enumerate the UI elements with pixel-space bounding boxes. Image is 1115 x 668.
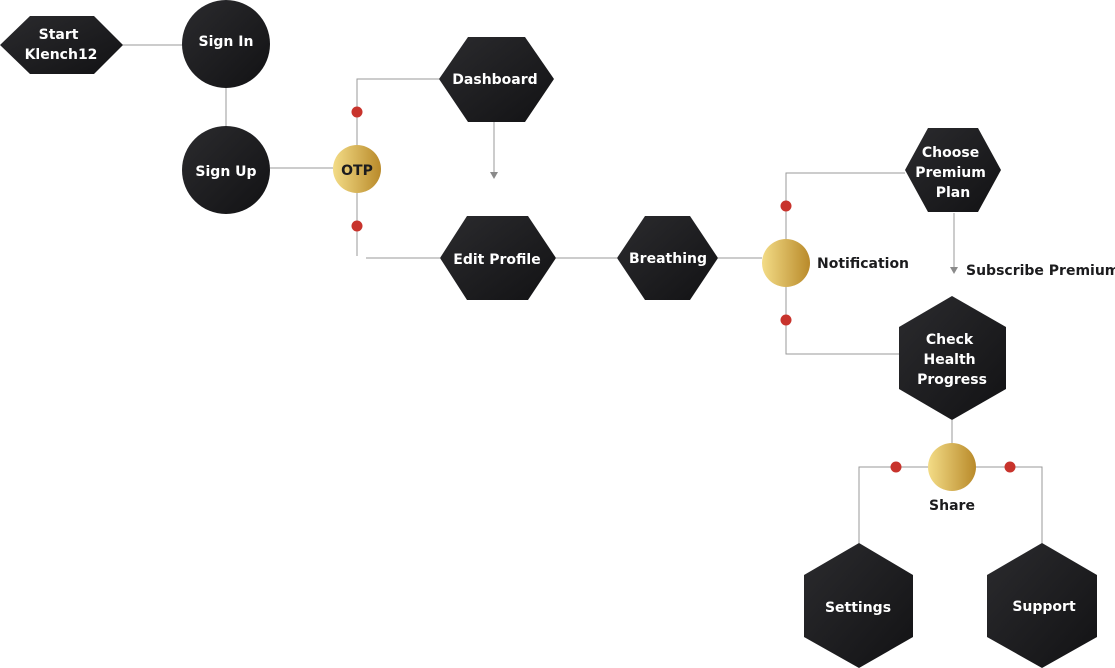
connector-share-settings [858, 466, 929, 545]
dashboard-label: Dashboard [452, 72, 537, 88]
edit-profile-shape [440, 216, 556, 300]
node-settings[interactable]: Settings [804, 543, 913, 668]
connector-notification-health [785, 287, 899, 355]
node-choose-premium-plan[interactable]: Choose Premium Plan [905, 128, 1001, 212]
share-label: Share [929, 498, 975, 514]
junction-dots [351, 106, 1016, 473]
node-breathing[interactable]: Breathing [617, 216, 718, 300]
check-health-progress-label: Check Health Progress [917, 332, 987, 388]
arrow-head-dashboard [490, 172, 498, 179]
arrow-head-subscribe [950, 267, 958, 274]
otp-shape [333, 145, 381, 193]
subscribe-premium-label: Subscribe Premium [966, 263, 1115, 279]
node-subscribe-premium[interactable]: Subscribe Premium [966, 263, 1115, 279]
start-label: Start Klench12 [25, 27, 98, 63]
connector-notification-premium [785, 172, 905, 239]
junction-dot [780, 200, 792, 212]
connector-share-support [976, 466, 1043, 545]
node-sign-in[interactable]: Sign In [182, 0, 270, 88]
junction-dot [1004, 461, 1016, 473]
sign-up-shape [182, 126, 270, 214]
settings-shape [804, 543, 913, 668]
junction-dot [351, 220, 363, 232]
choose-premium-plan-shape [905, 128, 1001, 212]
otp-label: OTP [341, 163, 373, 179]
sign-in-label: Sign In [199, 34, 254, 50]
sign-in-shape [182, 0, 270, 88]
edit-profile-label: Edit Profile [453, 252, 540, 268]
connector-otp-dashboard [356, 78, 440, 145]
breathing-shape [617, 216, 718, 300]
share-shape [928, 443, 976, 491]
check-health-progress-shape [899, 296, 1006, 420]
settings-label: Settings [825, 600, 891, 616]
dashboard-shape [439, 37, 554, 122]
notification-label: Notification [817, 256, 909, 272]
node-sign-up[interactable]: Sign Up [182, 126, 270, 214]
node-check-health-progress[interactable]: Check Health Progress [899, 296, 1006, 420]
support-label: Support [1012, 599, 1076, 615]
junction-dot [351, 106, 363, 118]
node-otp[interactable]: OTP [333, 145, 381, 193]
notification-shape [762, 239, 810, 287]
sign-up-label: Sign Up [195, 164, 256, 180]
connectors [120, 44, 1043, 545]
node-support[interactable]: Support [987, 543, 1097, 668]
node-share[interactable]: Share [928, 443, 976, 514]
node-dashboard[interactable]: Dashboard [439, 37, 554, 122]
start-shape [0, 16, 123, 74]
node-edit-profile[interactable]: Edit Profile [440, 216, 556, 300]
node-notification[interactable]: Notification [762, 239, 909, 287]
choose-premium-plan-label: Choose Premium Plan [915, 145, 990, 201]
junction-dot [890, 461, 902, 473]
node-start[interactable]: Start Klench12 [0, 16, 123, 74]
support-shape [987, 543, 1097, 668]
breathing-label: Breathing [629, 251, 707, 267]
junction-dot [780, 314, 792, 326]
